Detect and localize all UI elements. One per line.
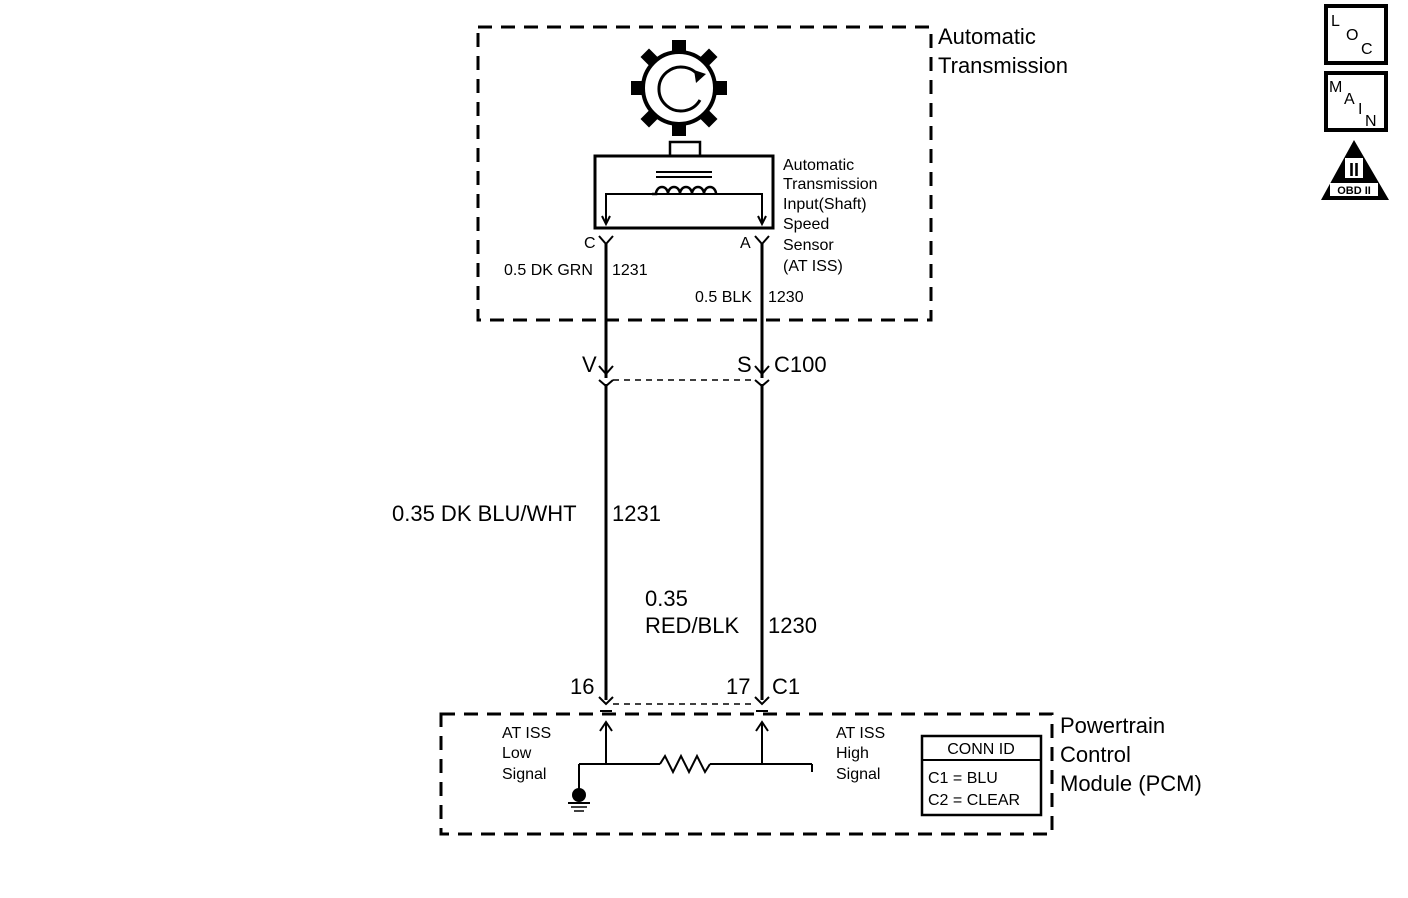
sensor-label-line1: Automatic	[783, 157, 854, 174]
low-signal-line1: AT ISS	[502, 725, 551, 742]
wire-upper-left-circuit: 1231	[612, 262, 648, 279]
obd-ii-icon[interactable]: II OBD II	[1321, 140, 1389, 200]
speed-sensor: Automatic Transmission Input(Shaft) Spee…	[593, 140, 878, 275]
pcm-title-line2: Control	[1060, 742, 1131, 767]
c100-pin-v: V	[582, 352, 597, 377]
main-letter-a: A	[1344, 91, 1355, 108]
sensor-label-line6: (AT ISS)	[783, 258, 843, 275]
wire-lower-right-color-line1: 0.35	[645, 586, 688, 611]
pcm-box: Powertrain Control Module (PCM)	[439, 712, 1202, 836]
wire-upper-right-circuit: 1230	[768, 289, 804, 306]
connector-c1: 16 17 C1	[570, 674, 800, 712]
loc-letter-c: C	[1361, 41, 1373, 58]
main-icon[interactable]: M A I N	[1324, 71, 1388, 132]
transmission-title-line2: Transmission	[938, 53, 1068, 78]
sensor-pin-a-connector	[754, 235, 770, 246]
c1-pin-17: 17	[726, 674, 750, 699]
conn-id-row1: C1 = BLU	[928, 770, 998, 787]
sensor-pin-a: A	[740, 235, 751, 252]
wire-lower-left-color: 0.35 DK BLU/WHT	[392, 501, 577, 526]
sensor-label-line4: Speed	[783, 216, 829, 233]
high-signal-line1: AT ISS	[836, 725, 885, 742]
wire-upper-left-color: 0.5 DK GRN	[504, 262, 593, 279]
sensor-label-line3: Input(Shaft)	[783, 196, 867, 213]
obd-text: OBD II	[1337, 185, 1371, 197]
reluctor-wheel-icon	[631, 40, 727, 136]
sensor-label-line5: Sensor	[783, 237, 834, 254]
main-letter-i: I	[1358, 101, 1362, 118]
high-signal-line2: High	[836, 745, 869, 762]
wire-lower-right-color-line2: RED/BLK	[645, 613, 739, 638]
conn-id-row2: C2 = CLEAR	[928, 792, 1020, 809]
loc-icon[interactable]: L O C	[1324, 4, 1388, 65]
loc-letter-l: L	[1331, 13, 1340, 30]
sensor-label-line2: Transmission	[783, 176, 878, 193]
conn-id-title: CONN ID	[947, 741, 1015, 758]
ground-icon	[568, 788, 590, 812]
c1-name: C1	[772, 674, 800, 699]
resistor-icon	[659, 753, 711, 775]
sensor-pin-c: C	[584, 235, 596, 252]
c100-pin-s: S	[737, 352, 752, 377]
pcm-title-line1: Powertrain	[1060, 713, 1165, 738]
main-letter-m: M	[1329, 79, 1342, 96]
c100-name: C100	[774, 352, 827, 377]
wire-upper-right-color: 0.5 BLK	[695, 289, 752, 306]
wire-lower-left-circuit: 1231	[612, 501, 661, 526]
transmission-box: Automatic Transmission	[476, 24, 1068, 322]
coil-icon	[652, 171, 718, 196]
main-letter-n: N	[1365, 113, 1377, 130]
wire-lower-right-circuit: 1230	[768, 613, 817, 638]
pcm-title-line3: Module (PCM)	[1060, 771, 1202, 796]
c1-pin-16: 16	[570, 674, 594, 699]
low-signal-line2: Low	[502, 745, 532, 762]
low-signal-line3: Signal	[502, 766, 546, 783]
loc-letter-o: O	[1346, 27, 1358, 44]
sensor-pin-c-connector	[598, 235, 614, 246]
transmission-title-line1: Automatic	[938, 24, 1036, 49]
high-signal-line3: Signal	[836, 766, 880, 783]
connector-c100: V S C100	[582, 352, 827, 388]
pcm-internal-circuit	[568, 720, 813, 812]
conn-id-table: CONN ID C1 = BLU C2 = CLEAR	[920, 734, 1043, 817]
obd-numeral: II	[1349, 160, 1359, 180]
